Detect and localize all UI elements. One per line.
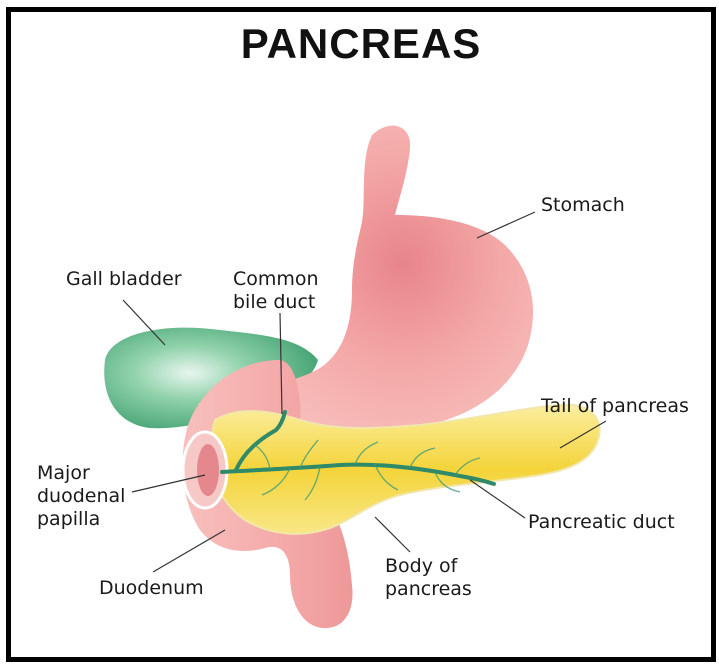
- pancreatic-duct: [220, 462, 496, 486]
- label-stomach: Stomach: [541, 194, 625, 216]
- label-gall-bladder: Gall bladder: [66, 268, 182, 290]
- label-papilla-line1: Major: [37, 462, 90, 484]
- label-tail-of-pancreas: Tail of pancreas: [541, 395, 689, 417]
- label-common-bile-duct: Common bile duct: [233, 268, 319, 314]
- label-body-line1: Body of: [385, 555, 458, 577]
- label-major-duodenal-papilla: Major duodenal papilla: [37, 462, 125, 531]
- leader-lines: [122, 211, 607, 573]
- duct-branches: [254, 439, 481, 501]
- label-duodenum: Duodenum: [99, 577, 204, 599]
- stomach-shape: [245, 125, 534, 432]
- label-body-of-pancreas: Body of pancreas: [385, 555, 472, 601]
- label-papilla-line2: duodenal: [37, 485, 126, 507]
- label-papilla-line3: papilla: [37, 508, 101, 530]
- label-common-bile-duct-line1: Common: [233, 268, 319, 290]
- page-title: PANCREAS: [240, 20, 482, 67]
- label-pancreatic-duct: Pancreatic duct: [528, 511, 675, 533]
- label-body-line2: pancreas: [385, 578, 472, 600]
- label-common-bile-duct-line2: bile duct: [233, 291, 316, 313]
- common-bile-duct: [234, 410, 287, 472]
- papilla-inner: [197, 444, 219, 496]
